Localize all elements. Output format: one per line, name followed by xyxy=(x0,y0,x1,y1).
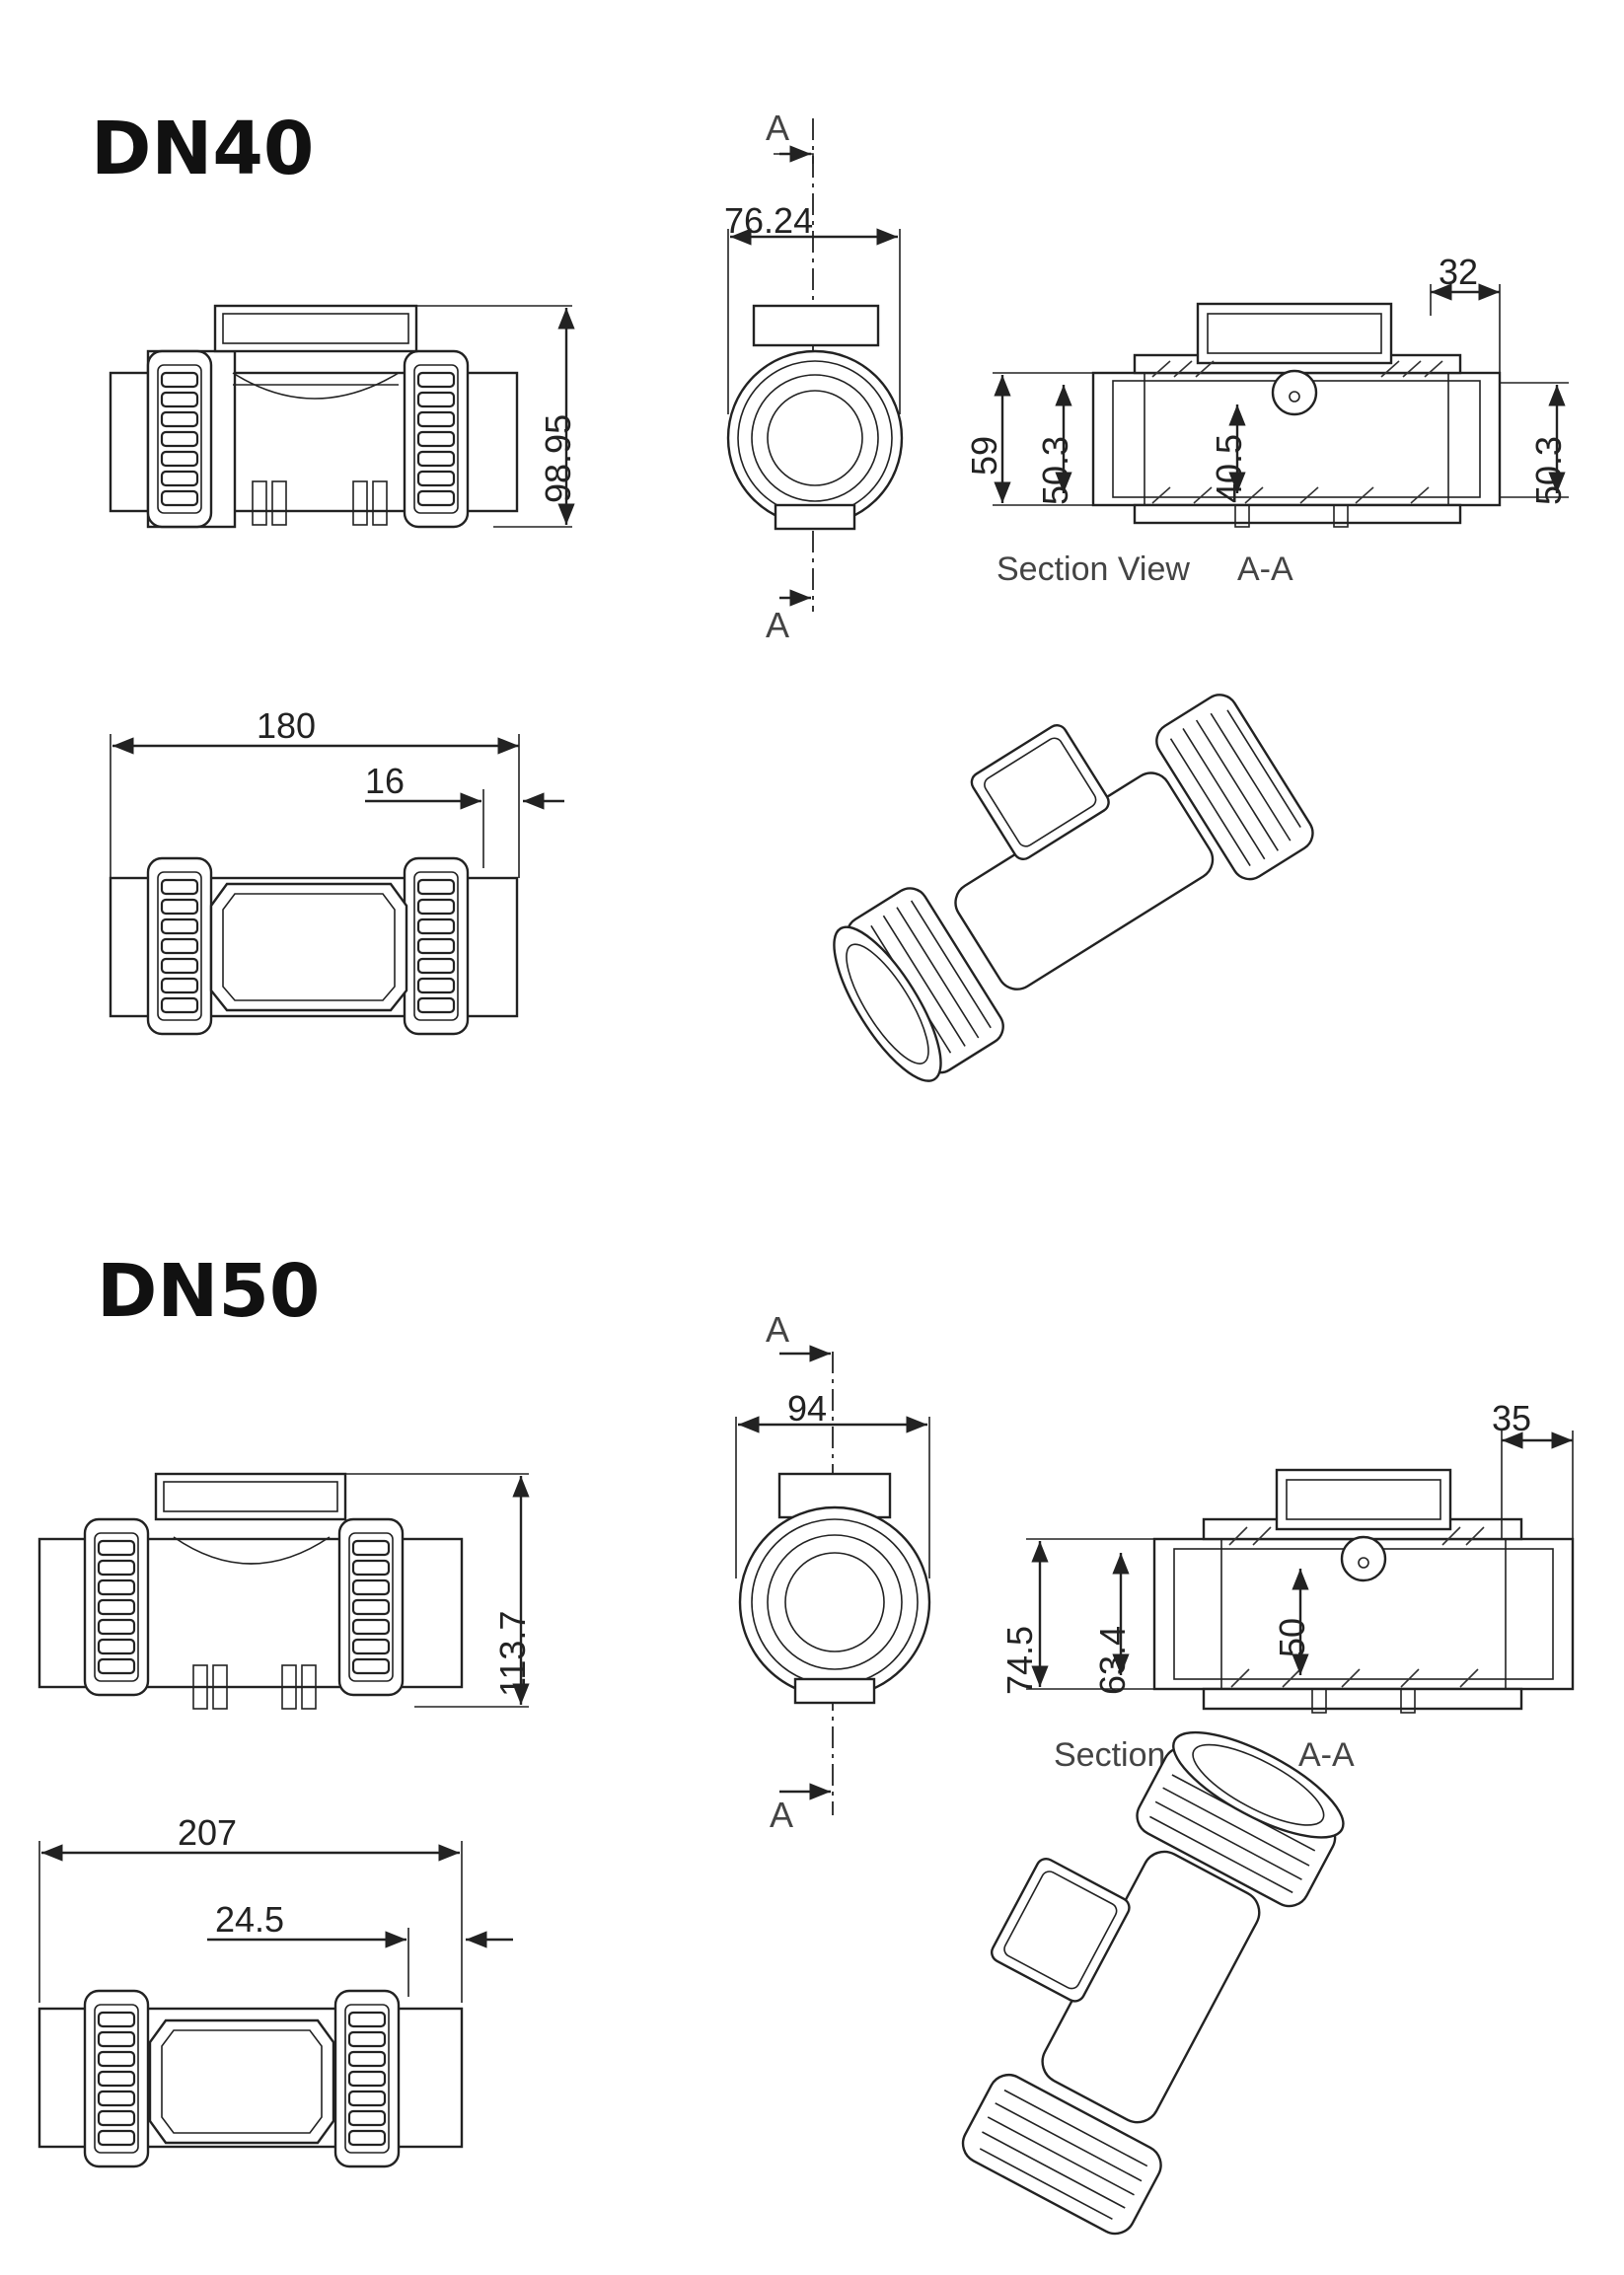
dn50-top-view: 207 24.5 xyxy=(37,1812,513,2168)
dn50-front-view: 113.7 xyxy=(37,1472,533,1710)
dn40-isometric-view xyxy=(833,694,1314,1082)
dn40-width-dim: 76.24 xyxy=(724,200,813,241)
dn40-bore-mid-dim: 40.5 xyxy=(1209,434,1249,503)
dn40-section-tag: A-A xyxy=(1237,550,1293,588)
dn50-bore-mid-dim: 50 xyxy=(1272,1618,1312,1657)
dn50-title: DN50 xyxy=(97,1249,320,1334)
dn40-length-dim: 180 xyxy=(257,705,316,746)
dn50-length-dim: 207 xyxy=(178,1812,237,1853)
dn40-bore-right-dim: 50.3 xyxy=(1528,436,1569,505)
dn40-outer-height-dim: 59 xyxy=(964,436,1004,476)
dn50-isometric-view xyxy=(961,1730,1345,2236)
dn50-bore-left-dim: 63.4 xyxy=(1092,1626,1133,1695)
dn40-title: DN40 xyxy=(91,107,314,191)
dn50-height-dim: 113.7 xyxy=(492,1611,533,1697)
dn40-side-view: A A 76.24 xyxy=(724,108,904,645)
dn50-section-marker-top: A xyxy=(766,1309,789,1350)
dn40-section-marker-top: A xyxy=(766,108,789,148)
dn40-bore-left-dim: 50.3 xyxy=(1035,436,1075,505)
dn40-thread-dim: 16 xyxy=(365,761,405,801)
dn50-side-view: A A 94 xyxy=(735,1309,931,1835)
dn50-thread-dim: 24.5 xyxy=(215,1899,284,1940)
dn50-section-tag: A-A xyxy=(1298,1736,1355,1774)
dn40-section: DN40 98.95 A A xyxy=(91,107,1569,1082)
dn50-section: DN50 113.7 A A xyxy=(37,1249,1575,2236)
dn40-height-dim: 98.95 xyxy=(538,414,578,503)
dn40-section-caption: Section View xyxy=(997,550,1190,588)
dn40-section-marker-bottom: A xyxy=(766,605,789,645)
dn50-section-view: 35 74.5 63.4 50 Section View A-A xyxy=(999,1398,1575,1774)
dn50-width-dim: 94 xyxy=(787,1388,827,1429)
dn50-outer-height-dim: 74.5 xyxy=(999,1626,1040,1695)
dn40-front-view: 98.95 xyxy=(109,304,578,529)
dn50-section-marker-bottom: A xyxy=(770,1795,793,1835)
dn50-top-offset-dim: 35 xyxy=(1492,1398,1531,1438)
dn40-top-view: 180 16 xyxy=(109,705,564,1036)
dn40-section-view: 32 59 50.3 40.5 50.3 Section View A-A xyxy=(964,252,1569,588)
dn40-top-offset-dim: 32 xyxy=(1439,252,1478,292)
